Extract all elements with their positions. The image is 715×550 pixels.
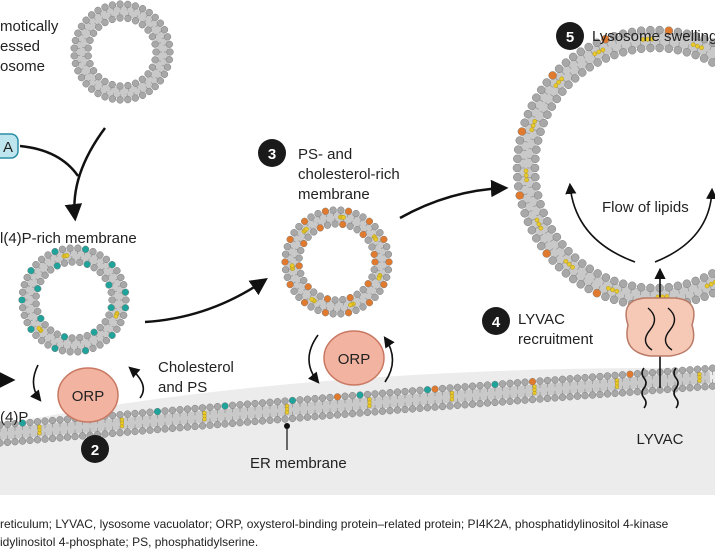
orp-protein-middle [323, 330, 385, 386]
svg-text:3: 3 [268, 146, 276, 163]
ps-chol-label-2: cholesterol-rich [298, 166, 400, 183]
svg-text:2: 2 [91, 442, 99, 459]
osmotic-label-3: osome [0, 58, 45, 75]
pi4k2a-box [0, 133, 19, 159]
er-membrane [0, 364, 715, 447]
flow-of-lipids-label: Flow of lipids [602, 199, 689, 216]
ps-cholesterol-rich-vesicle [281, 206, 393, 318]
orp-left-arrow-up [128, 366, 145, 399]
pi4p-left-label: (4)P [0, 409, 28, 426]
osmotically-stressed-lysosome [70, 0, 174, 104]
arrow-pi4k2a-to-curve [19, 144, 80, 177]
flow-arrow-left [565, 182, 636, 263]
arrow-pi4p-to-ps [144, 278, 268, 324]
orp-protein-left [57, 367, 119, 423]
orp-left-label: ORP [72, 388, 105, 405]
arrow-top-to-pi4p [64, 127, 107, 222]
ps-chol-label-1: PS- and [298, 146, 352, 163]
orp-left-arrow-down [30, 364, 42, 402]
lysosome-swelling-label: Lysosome swelling [592, 28, 715, 45]
lyvac-recruitment-label-1: LYVAC [518, 311, 565, 328]
pi4p-rich-vesicle [18, 244, 130, 356]
orp-cycle-arrow-left [307, 334, 320, 384]
swollen-lysosome [512, 25, 715, 311]
step-badge-4: 4 [482, 307, 510, 335]
flow-arrow-right [654, 187, 715, 263]
step-badge-2: 2 [81, 435, 109, 463]
ps-chol-label-3: membrane [298, 186, 370, 203]
er-lumen-background [0, 367, 715, 495]
footnote-line-1: reticulum; LYVAC, lysosome vacuolator; O… [0, 517, 669, 531]
lyvac-recruitment-label-2: recruitment [518, 331, 594, 348]
step-badge-5: 5 [556, 22, 584, 50]
er-membrane-pointer-dot [284, 423, 290, 429]
orp-middle-label: ORP [338, 351, 371, 368]
step-badge-3: 3 [258, 139, 286, 167]
er-membrane-label: ER membrane [250, 455, 347, 472]
pi4p-membrane-label: l(4)P-rich membrane [0, 230, 137, 247]
cholesterol-ps-label-2: and PS [158, 379, 207, 396]
lyvac-protein [625, 297, 695, 409]
svg-text:5: 5 [566, 29, 574, 46]
orp-cycle-arrow-right [383, 336, 395, 383]
cholesterol-ps-label-1: Cholesterol [158, 359, 234, 376]
footnote-line-2: idylinositol 4-phosphate; PS, phosphatid… [0, 535, 258, 549]
osmotic-label-1: motically [0, 18, 59, 35]
osmotic-label-2: essed [0, 38, 40, 55]
arrow-ps-to-large [399, 179, 509, 220]
pi4k2a-label: A [3, 139, 13, 156]
lyvac-label: LYVAC [637, 431, 684, 448]
svg-text:4: 4 [492, 314, 501, 331]
